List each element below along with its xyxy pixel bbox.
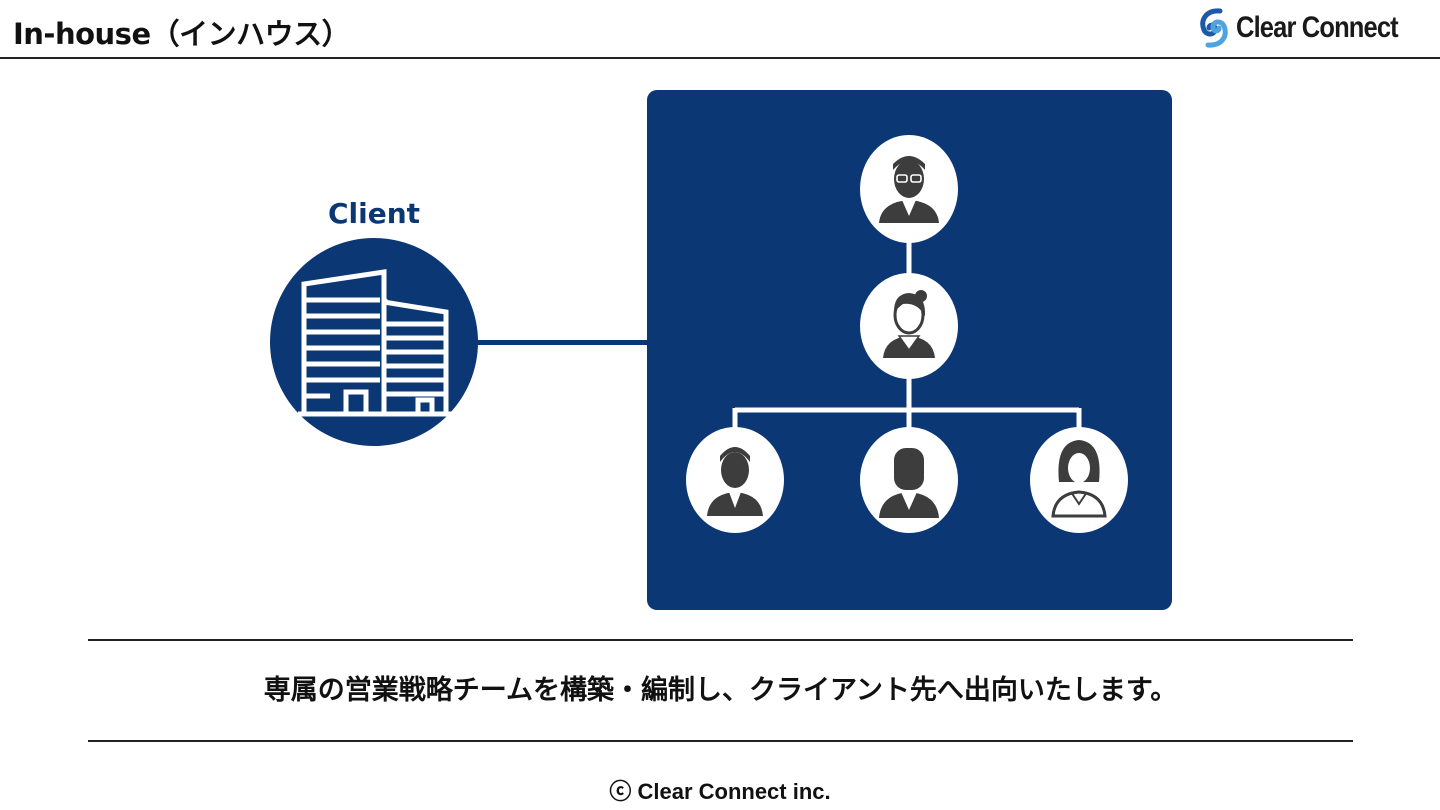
office-building-icon — [298, 269, 452, 417]
logo-wordmark: Clear Connect — [1235, 11, 1399, 44]
header-divider — [0, 57, 1440, 59]
member-man-icon — [686, 427, 784, 533]
copyright-footer: ⓒ Clear Connect inc. — [609, 779, 831, 804]
caption-bottom-divider — [88, 740, 1353, 742]
team-panel — [647, 90, 1172, 610]
client-label: Client — [327, 197, 421, 230]
member-woman-icon — [1030, 427, 1128, 533]
caption-text: 専属の営業戦略チームを構築・編制し、クライアント先へ出向いたします。 — [263, 675, 1178, 706]
client-team-connector — [476, 340, 650, 345]
swirl-logo-icon — [1199, 8, 1228, 48]
client-node — [270, 238, 478, 446]
org-chart — [686, 135, 1128, 533]
caption-top-divider — [88, 639, 1353, 641]
page-title: In-house（インハウス） — [13, 17, 351, 51]
manager-glasses-icon — [860, 135, 958, 243]
team-lead-woman-icon — [860, 273, 958, 379]
member-man-beard-icon — [860, 427, 958, 533]
brand-logo: Clear Connect — [1198, 8, 1426, 48]
